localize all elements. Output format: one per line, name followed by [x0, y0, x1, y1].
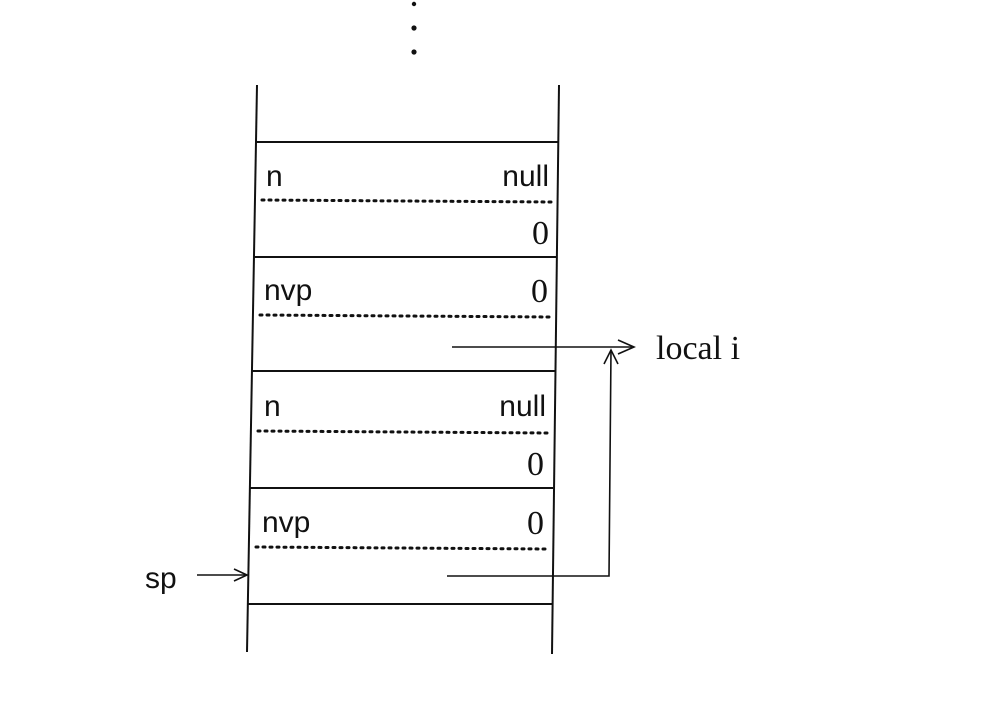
stack-frame: nvp 0	[264, 273, 548, 310]
slot-value: 0	[532, 215, 549, 252]
slot-divider	[260, 198, 554, 204]
continuation-dots	[411, 1, 417, 55]
stack-frame: n null 0	[264, 390, 546, 483]
local-i-label: local i	[656, 330, 740, 367]
slot-divider	[256, 429, 550, 435]
stack-right-rail	[551, 84, 560, 655]
sp-pointer-arrow	[197, 568, 249, 582]
slot-label: n	[264, 390, 281, 423]
slot-value: 0	[531, 273, 548, 310]
pointer-arrow-local-i	[452, 339, 636, 355]
slot-value: null	[502, 160, 549, 193]
stack-left-rail	[246, 84, 258, 653]
slot-divider	[254, 545, 548, 551]
slot-label: n	[266, 160, 283, 193]
sp-label: sp	[145, 562, 177, 595]
slot-value: 0	[527, 446, 544, 483]
pointer-arrow-up	[447, 348, 619, 577]
stack-frame: n null 0	[266, 160, 549, 252]
slot-value: null	[499, 390, 546, 423]
slot-label: nvp	[264, 274, 312, 307]
slot-value: 0	[527, 505, 544, 542]
slot-label: nvp	[262, 506, 310, 539]
slot-divider	[258, 313, 552, 319]
stack-frame: nvp 0	[262, 505, 544, 542]
